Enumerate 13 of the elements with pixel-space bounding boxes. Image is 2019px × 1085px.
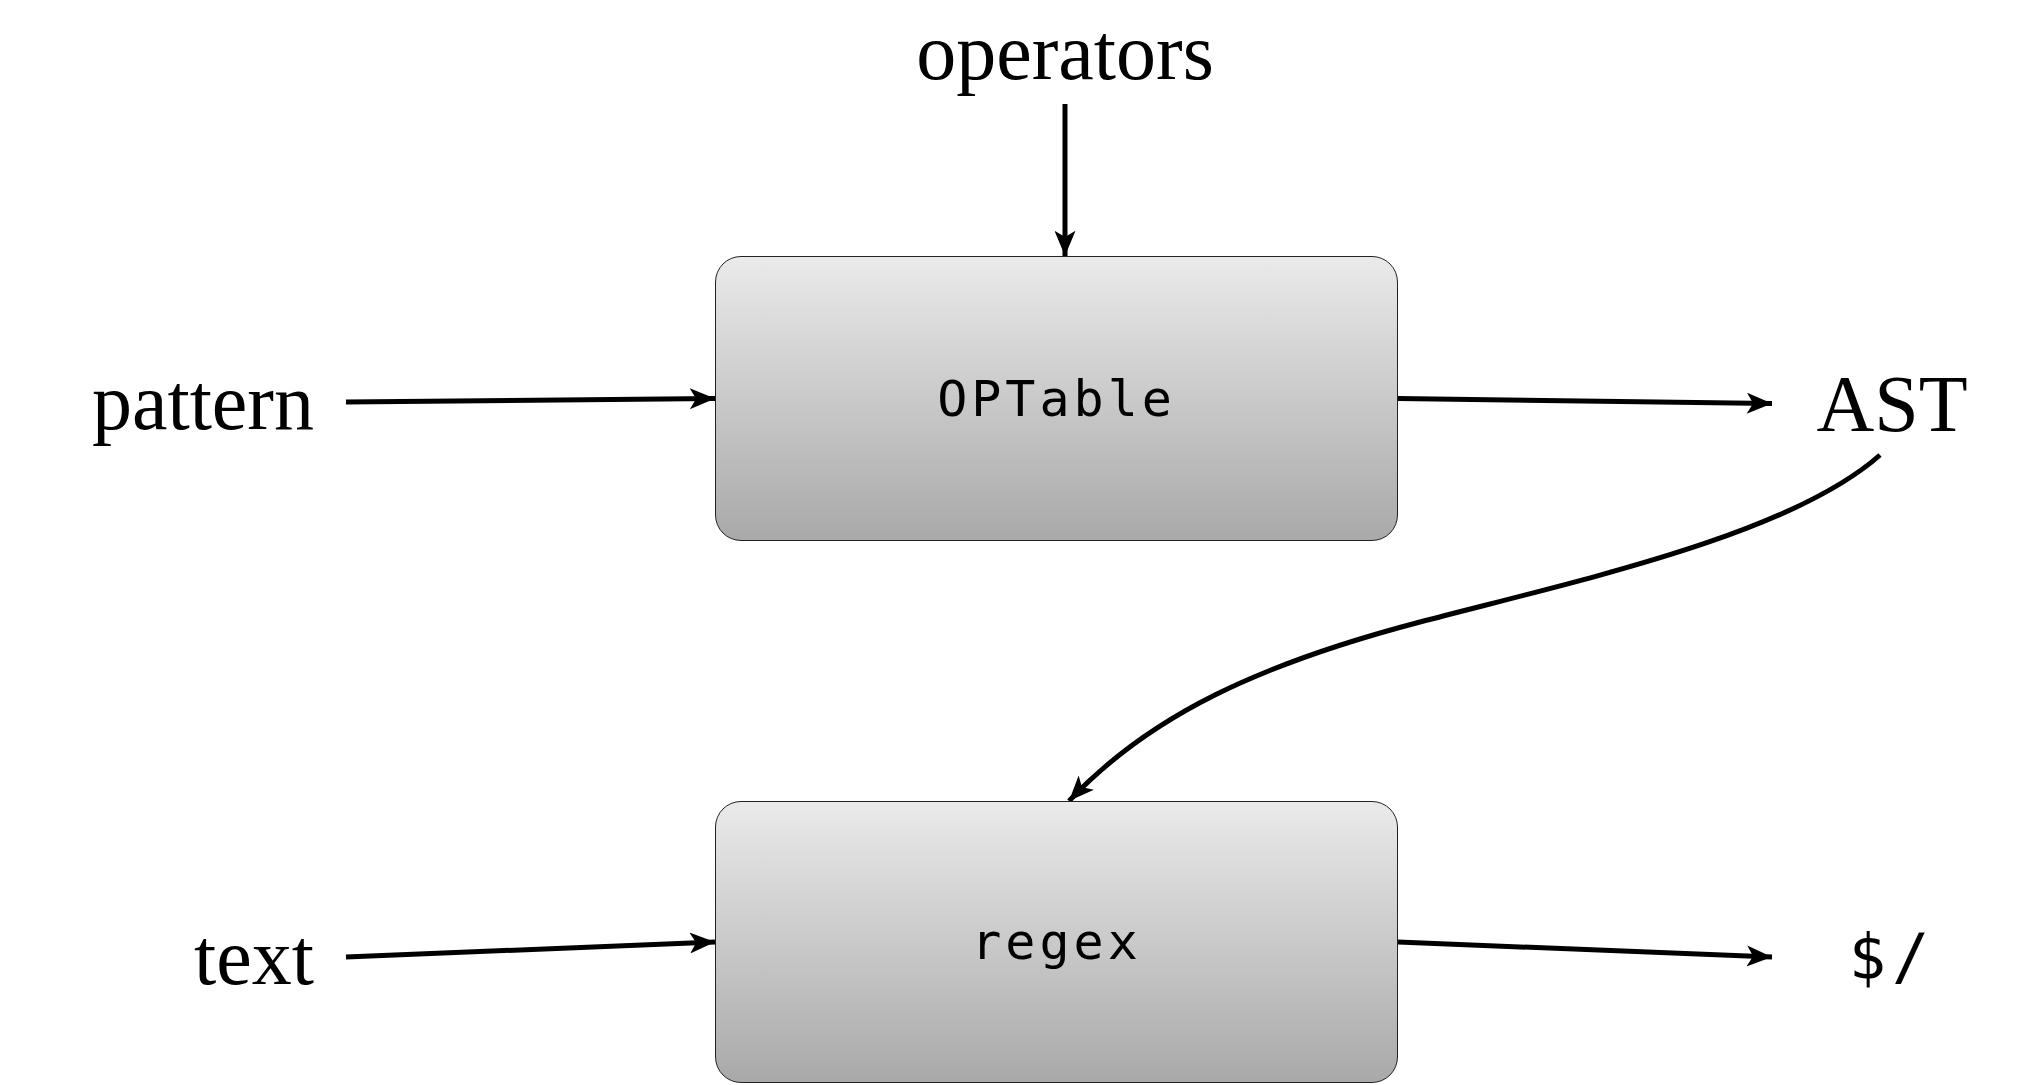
- label-text: text: [194, 917, 314, 997]
- box-label: OPTable: [937, 369, 1176, 428]
- arrow: [1397, 939, 1773, 967]
- box-label: regex: [971, 913, 1142, 971]
- process-box: [715, 256, 1398, 541]
- arrow: [345, 932, 716, 960]
- arrow: [1397, 392, 1773, 414]
- arrow: [1067, 453, 1882, 803]
- label-text: AST: [1816, 363, 1968, 444]
- label-text: $/: [1848, 926, 1936, 988]
- arrow: [1054, 104, 1076, 256]
- process-box: [715, 801, 1398, 1083]
- arrow: [345, 388, 716, 410]
